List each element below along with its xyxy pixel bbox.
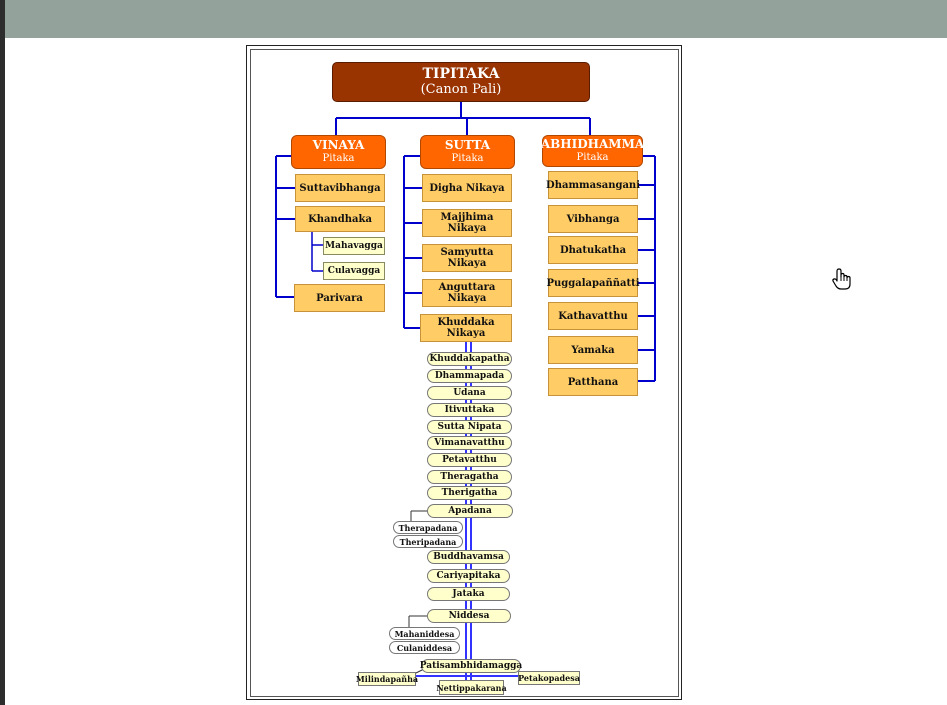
- sutta-item: Majjhima Nikaya: [422, 209, 512, 237]
- khuddaka-item: Apadana: [427, 504, 513, 518]
- khuddaka-item: Patisambhidamagga: [419, 659, 523, 673]
- khuddaka-item: Buddhavamsa: [427, 550, 510, 564]
- sutta-pitaka-node: SUTTA Pitaka: [420, 135, 515, 169]
- sutta-item: Anguttara Nikaya: [422, 279, 512, 307]
- tipitaka-root-node: TIPITAKA (Canon Pali): [332, 62, 590, 102]
- abhidhamma-item: Dhammasangani: [546, 171, 640, 199]
- extra-item: Nettippakarana: [436, 680, 507, 695]
- khuddaka-item: Therigatha: [427, 486, 512, 500]
- vinaya-pitaka-node: VINAYA Pitaka: [291, 135, 386, 169]
- niddesa-subitem: Culaniddesa: [389, 641, 460, 654]
- khuddaka-item: Cariyapitaka: [427, 569, 510, 583]
- apadana-subitem: Therapadana: [393, 521, 463, 534]
- khuddaka-item: Itivuttaka: [427, 403, 512, 417]
- khuddaka-item: Vimanavatthu: [427, 436, 512, 450]
- left-edge-strip: [0, 0, 5, 705]
- vinaya-subitem: Culavagga: [323, 262, 385, 280]
- abhidhamma-item: Vibhanga: [548, 205, 638, 233]
- extra-item: Petakopadesa: [518, 671, 580, 685]
- khuddaka-item: Dhammapada: [427, 369, 512, 383]
- top-toolbar: [0, 0, 947, 38]
- vinaya-item: Suttavibhanga: [295, 174, 385, 202]
- khuddaka-item: Sutta Nipata: [427, 420, 512, 434]
- apadana-subitem: Theripadana: [393, 535, 463, 548]
- sutta-item: Khuddaka Nikaya: [420, 314, 512, 342]
- khuddaka-item: Jataka: [427, 587, 510, 601]
- khuddaka-item: Theragatha: [427, 470, 512, 484]
- sutta-title: SUTTA: [444, 138, 491, 152]
- abhidhamma-item: Yamaka: [548, 336, 638, 364]
- khuddaka-item: Petavatthu: [427, 453, 512, 467]
- niddesa-subitem: Mahaniddesa: [389, 627, 460, 640]
- abhidhamma-item: Patthana: [548, 368, 638, 396]
- sutta-item: Digha Nikaya: [422, 174, 512, 202]
- abhidhamma-pitaka-node: ABHIDHAMMA Pitaka: [540, 135, 645, 167]
- extra-item: Milindapañha: [355, 672, 419, 686]
- vinaya-title: VINAYA: [312, 138, 365, 152]
- sutta-subtitle: Pitaka: [451, 153, 484, 164]
- khuddaka-item: Udana: [427, 386, 512, 400]
- vinaya-item: Khandhaka: [295, 206, 385, 232]
- sutta-item: Samyutta Nikaya: [422, 244, 512, 272]
- abhidhamma-item: Puggalapaññatti: [546, 269, 640, 297]
- khuddaka-item: Khuddakapatha: [427, 352, 512, 366]
- abhidhamma-title: ABHIDHAMMA: [540, 137, 645, 151]
- vinaya-item: Parivara: [294, 284, 385, 312]
- vinaya-subtitle: Pitaka: [322, 153, 355, 164]
- abhidhamma-subtitle: Pitaka: [576, 152, 609, 163]
- root-subtitle: (Canon Pali): [420, 82, 502, 97]
- abhidhamma-item: Dhatukatha: [548, 236, 638, 264]
- vinaya-subitem: Mahavagga: [323, 237, 385, 255]
- root-title: TIPITAKA: [422, 66, 500, 82]
- khuddaka-item: Niddesa: [427, 609, 511, 623]
- hand-pointer-icon: [832, 268, 851, 290]
- abhidhamma-item: Kathavatthu: [548, 302, 638, 330]
